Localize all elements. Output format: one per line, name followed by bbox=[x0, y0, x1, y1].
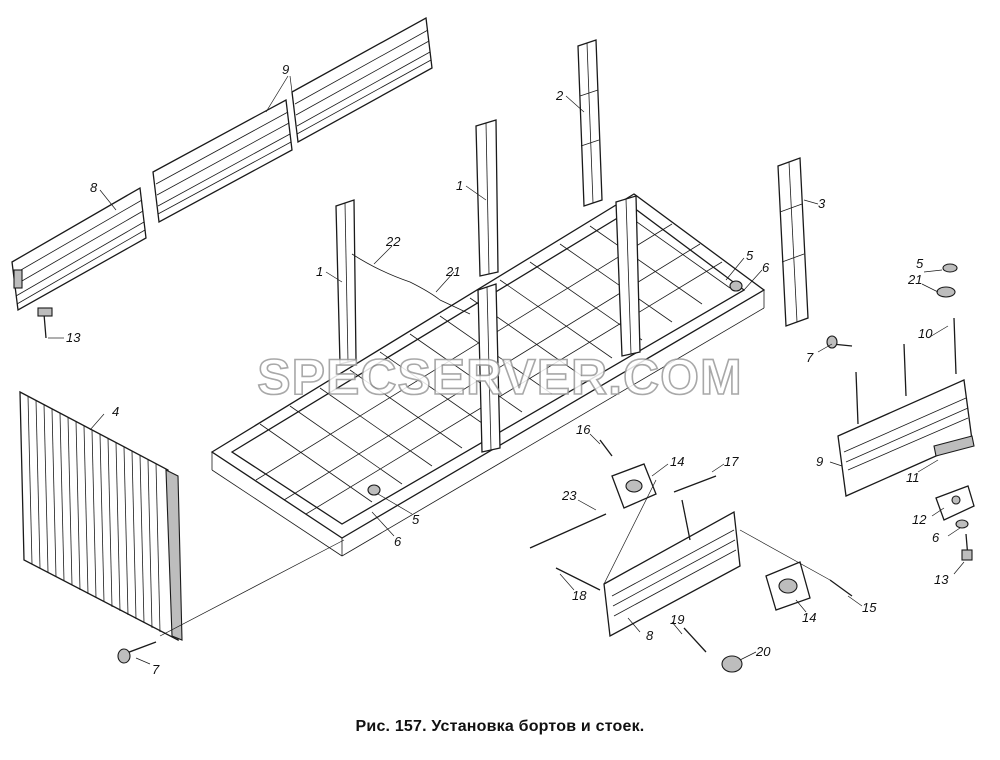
side-board-upper-rear bbox=[291, 16, 433, 144]
callout-8-left: 8 bbox=[90, 180, 98, 195]
callout-12: 12 bbox=[912, 512, 927, 527]
callout-5-right: 5 bbox=[916, 256, 924, 271]
callout-6-frame-front: 6 bbox=[394, 534, 402, 549]
stake-inner-front bbox=[477, 283, 501, 453]
callout-23: 23 bbox=[561, 488, 577, 503]
callout-1-left: 1 bbox=[316, 264, 323, 279]
callout-13-left: 13 bbox=[66, 330, 81, 345]
callout-11: 11 bbox=[906, 470, 920, 485]
side-board-upper-middle bbox=[152, 98, 293, 224]
side-board-lower-right bbox=[603, 510, 741, 638]
bracket-12 bbox=[935, 485, 975, 521]
callout-21-right: 21 bbox=[907, 272, 922, 287]
figure-caption: Рис. 157. Установка бортов и стоек. bbox=[355, 718, 645, 735]
callout-13-right: 13 bbox=[934, 572, 949, 587]
callout-17: 17 bbox=[724, 454, 739, 469]
stake-upper bbox=[475, 119, 499, 277]
callout-7-lower: 7 bbox=[152, 662, 160, 677]
callout-6-frame-rear: 6 bbox=[762, 260, 770, 275]
callout-19: 19 bbox=[670, 612, 684, 627]
stake-part-3 bbox=[777, 157, 809, 327]
callout-labels: 1 1 2 3 4 5 5 5 6 6 6 7 7 8 8 9 9 10 11 … bbox=[66, 62, 949, 677]
callout-9-right: 9 bbox=[816, 454, 823, 469]
callout-4: 4 bbox=[112, 404, 119, 419]
callout-22: 22 bbox=[385, 234, 401, 249]
stake-left bbox=[335, 199, 357, 365]
stake-inner-rear bbox=[615, 195, 641, 357]
callout-7-upper: 7 bbox=[806, 350, 814, 365]
chain bbox=[351, 253, 471, 315]
stake-part-2 bbox=[577, 39, 603, 207]
callout-8-lower: 8 bbox=[646, 628, 654, 643]
callout-14-lower: 14 bbox=[802, 610, 816, 625]
callout-18: 18 bbox=[572, 588, 587, 603]
callout-16: 16 bbox=[576, 422, 591, 437]
callout-10: 10 bbox=[918, 326, 933, 341]
callout-2: 2 bbox=[555, 88, 564, 103]
callout-21-frame: 21 bbox=[445, 264, 460, 279]
hinge-plate-14-upper bbox=[611, 463, 657, 509]
callout-15: 15 bbox=[862, 600, 877, 615]
callout-20: 20 bbox=[755, 644, 771, 659]
callout-6-right: 6 bbox=[932, 530, 940, 545]
leader-lines bbox=[48, 75, 965, 665]
callout-9-top: 9 bbox=[282, 62, 289, 77]
hinge-plate-14-lower bbox=[765, 561, 811, 611]
callout-1-upper: 1 bbox=[456, 178, 463, 193]
callout-14-upper: 14 bbox=[670, 454, 684, 469]
bolts bbox=[37, 263, 975, 673]
front-board bbox=[19, 390, 183, 642]
callout-5-frame-front: 5 bbox=[412, 512, 420, 527]
rear-board-right bbox=[837, 379, 973, 497]
side-board-front-left bbox=[11, 186, 147, 312]
callout-3: 3 bbox=[818, 196, 826, 211]
callout-5-frame-rear: 5 bbox=[746, 248, 754, 263]
